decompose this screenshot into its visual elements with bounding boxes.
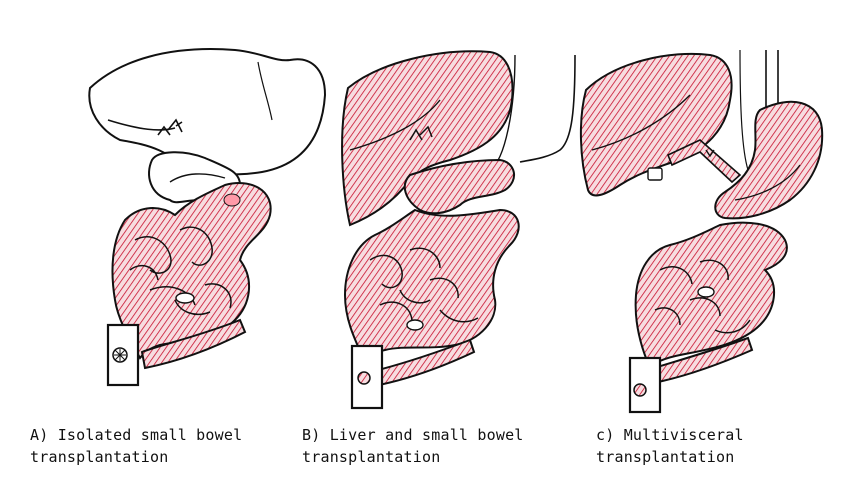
panel-a-native-liver: [88, 48, 327, 180]
panel-c-stoma-plate: [628, 356, 662, 414]
panel-c-caption: c) Multivisceral transplantation: [596, 426, 744, 466]
panel-b-caption: B) Liver and small bowel transplantation: [302, 426, 524, 466]
panel-b-graft-liver: [341, 50, 514, 227]
panel-c-illustration: [579, 49, 824, 414]
panel-b-illustration: [341, 50, 576, 410]
panel-c-graft-stomach: [714, 100, 824, 220]
panel-a-caption: A) Isolated small bowel transplantation: [30, 426, 243, 466]
panel-b-graft-small-bowel: [343, 208, 520, 364]
panel-a-illustration: [88, 48, 327, 387]
